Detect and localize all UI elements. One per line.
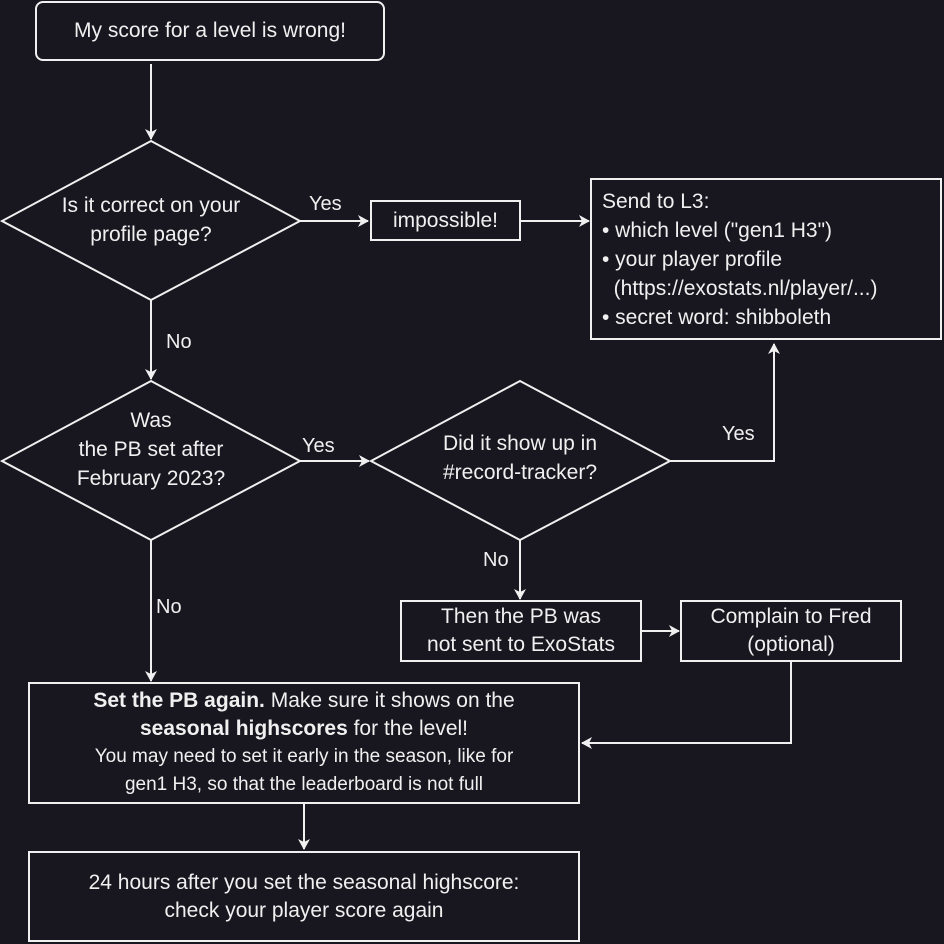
complain-line: Complain to Fred bbox=[710, 605, 872, 628]
set-pb-bold: Set the PB again. bbox=[93, 689, 265, 712]
start-node: My score for a level is wrong! bbox=[35, 1, 385, 61]
profile-question-line: Is it correct on your bbox=[61, 194, 241, 217]
edge-label-feb-no: No bbox=[156, 596, 182, 618]
edge-tracker-yes bbox=[670, 343, 780, 462]
check-line: check your player score again bbox=[164, 898, 444, 922]
set-pb-text: for the level! bbox=[347, 717, 468, 740]
tracker-question: Did it show up in #record-tracker? bbox=[405, 428, 635, 488]
send-l3-title: Send to L3: bbox=[602, 189, 710, 213]
edge-label-tracker-no: No bbox=[483, 549, 509, 571]
not-sent-node: Then the PB was not sent to ExoStats bbox=[400, 600, 642, 662]
feb-question-line: the PB set after bbox=[78, 437, 224, 461]
edge-label-feb-yes: Yes bbox=[302, 435, 335, 457]
edge-label-tracker-yes: Yes bbox=[722, 423, 755, 445]
set-pb-line: Set the PB again. Make sure it shows on … bbox=[93, 687, 514, 715]
feb-question-line: February 2023? bbox=[76, 466, 226, 490]
feb-question: Was the PB set after February 2023? bbox=[40, 405, 262, 493]
impossible-text: impossible! bbox=[392, 208, 499, 232]
complain-node: Complain to Fred (optional) bbox=[680, 600, 902, 662]
edge-complain-to-setpb bbox=[581, 661, 792, 749]
tracker-question-line: Did it show up in bbox=[442, 432, 598, 455]
impossible-node: impossible! bbox=[370, 200, 521, 241]
profile-question-line: profile page? bbox=[90, 223, 212, 246]
complain-line: (optional) bbox=[747, 633, 835, 656]
profile-question: Is it correct on your profile page? bbox=[30, 190, 272, 250]
feb-question-line: Was bbox=[130, 408, 172, 432]
send-l3-item: • your player profile bbox=[602, 247, 783, 271]
send-l3-item: • secret word: shibboleth bbox=[602, 305, 832, 329]
check-line: 24 hours after you set the seasonal high… bbox=[88, 870, 520, 894]
send-l3-item: (https://exostats.nl/player/...) bbox=[602, 276, 878, 300]
send-l3-node: Send to L3: • which level ("gen1 H3") • … bbox=[590, 178, 942, 340]
check-node: 24 hours after you set the seasonal high… bbox=[28, 851, 580, 942]
edge-label-profile-yes: Yes bbox=[309, 193, 342, 215]
tracker-question-line: #record-tracker? bbox=[442, 461, 598, 484]
not-sent-line: Then the PB was bbox=[441, 605, 601, 628]
set-pb-note: gen1 H3, so that the leaderboard is not … bbox=[124, 774, 484, 795]
not-sent-line: not sent to ExoStats bbox=[427, 633, 615, 656]
seasonal-highscores-bold: seasonal highscores bbox=[140, 717, 348, 740]
send-l3-item: • which level ("gen1 H3") bbox=[602, 218, 833, 242]
set-pb-note: You may need to set it early in the seas… bbox=[94, 746, 514, 767]
set-pb-text: Make sure it shows on the bbox=[264, 689, 515, 712]
edge-label-profile-no: No bbox=[166, 331, 192, 353]
set-pb-node: Set the PB again. Make sure it shows on … bbox=[28, 682, 580, 804]
start-text: My score for a level is wrong! bbox=[74, 19, 346, 42]
set-pb-line: seasonal highscores for the level! bbox=[140, 715, 468, 743]
